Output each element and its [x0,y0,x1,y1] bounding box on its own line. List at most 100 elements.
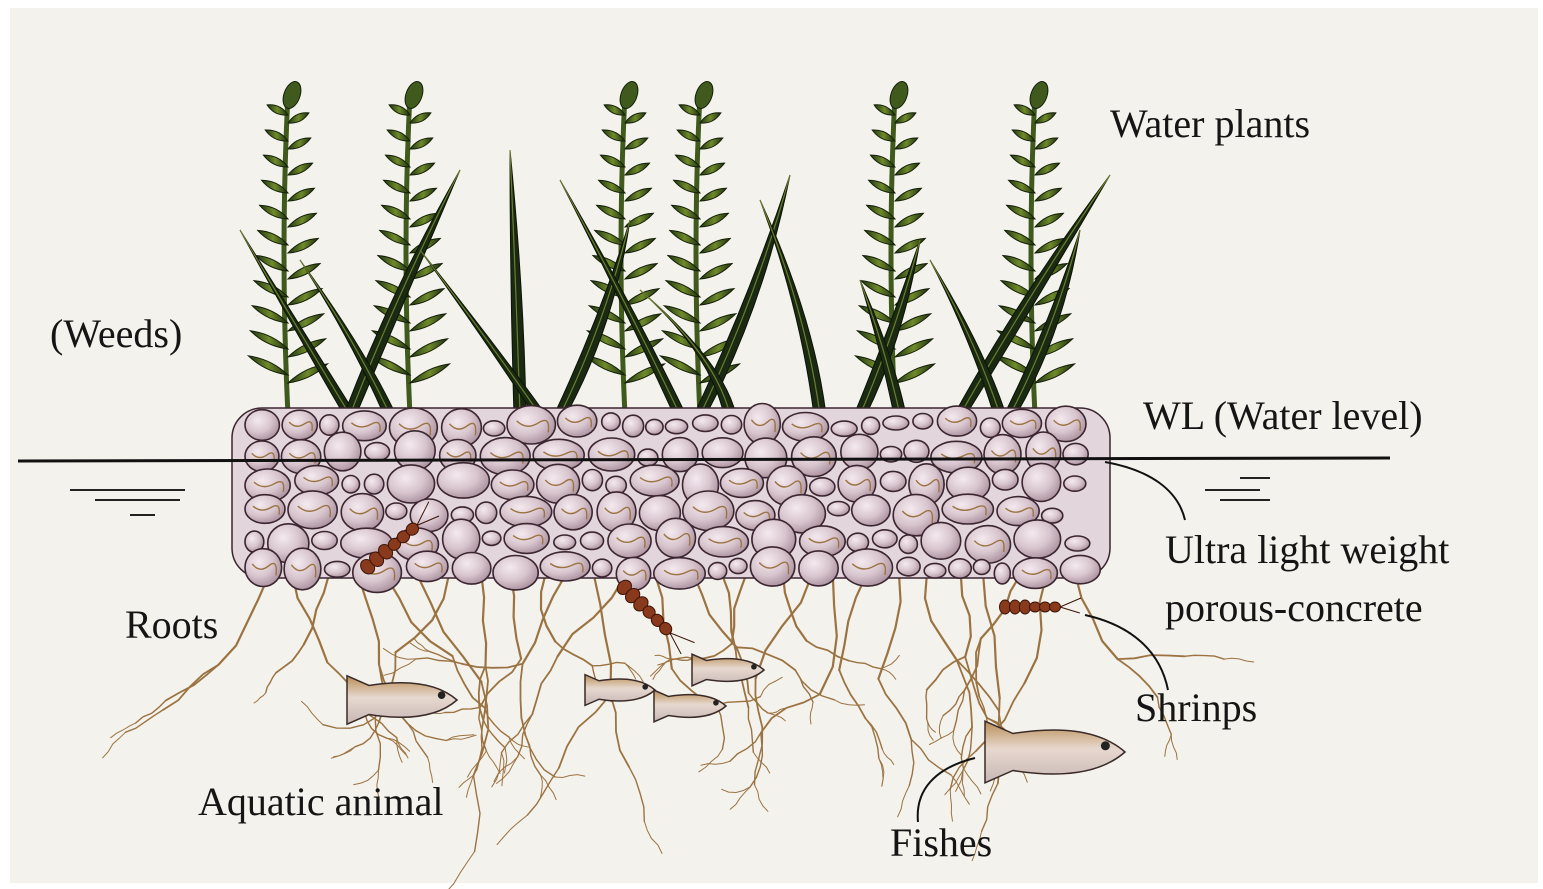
stone [921,522,961,559]
stone [810,478,835,496]
root-strand [527,768,559,815]
root-strand [1165,734,1171,756]
root-strand [839,575,866,670]
root-strand [834,700,864,705]
fish-eye [751,664,757,670]
fish-eye [438,691,446,699]
plant-leaf [895,188,922,201]
root-strand [926,690,927,719]
plant-leaf [700,238,730,253]
root-strand [839,670,865,718]
plant-leaf [1035,163,1060,175]
shrimp-segment [1050,602,1061,612]
concrete-label-line1: Ultra light weight [1165,530,1449,570]
stone [949,559,972,578]
plant-leaf [625,113,646,123]
plant-leaf [410,163,435,175]
plant-bud [402,79,427,111]
stone [709,563,727,580]
root-strand [879,758,883,786]
plant-bud [617,79,642,111]
root-strand [594,575,611,695]
plant-leaf [700,213,728,227]
stone [386,503,407,519]
stone [342,476,359,493]
stone [1064,476,1086,491]
root-strand [961,575,971,657]
aquatic-animal-label: Aquatic animal [198,782,443,822]
root-strand [699,749,723,772]
plant-leaf [700,314,736,331]
root-strand [655,655,670,659]
shrimp-segment [1000,600,1011,614]
root-strand [629,767,644,821]
stone [320,415,339,435]
plant-leaf [1035,213,1063,227]
plant-leaf [895,364,935,383]
stone [581,532,604,549]
stone [721,416,741,434]
weeds-label: (Weeds) [50,314,182,354]
stone [994,563,1010,584]
root-strand [925,575,957,660]
root-strand [525,735,540,775]
root-strand [849,661,881,669]
plant-leaf [410,113,431,123]
plant-bud [280,79,305,111]
plant-leaf [700,289,734,305]
stone [554,535,576,550]
root-strand [1171,734,1177,759]
fish-eye [713,700,719,706]
stone [828,502,850,516]
stone [1022,463,1061,501]
stone [582,470,602,491]
plant-leaf [288,163,313,175]
root-strand [1224,658,1254,662]
plant-leaf [895,138,918,149]
root-strand [950,789,952,821]
stone [1065,536,1090,551]
root-strand [555,775,585,778]
root-strand [879,758,884,786]
stone [841,434,878,469]
root-strand [384,659,416,675]
root-strand [445,707,480,712]
plant-leaf [895,213,923,227]
root-strand [929,731,953,745]
root-strand [541,775,556,799]
plant-bud [1027,79,1052,111]
plant-stem [406,95,410,415]
root-strand [532,656,557,714]
root-strand [701,761,730,765]
stone [831,421,857,436]
stone [702,438,743,468]
root-strand [254,693,266,703]
root-strand [492,753,502,787]
root-strand [558,575,626,656]
root-strand [760,677,782,696]
stone [482,531,501,545]
root-strand [732,575,746,644]
plant-leaf [288,238,318,253]
stone [897,557,920,576]
shrimp-segment [1020,600,1031,614]
stone [245,410,279,441]
fish-eye [642,684,648,690]
water-plant [855,79,934,415]
root-strand [592,662,625,665]
root-strand [408,723,428,757]
plant-leaf [660,356,700,375]
fish-body [585,675,655,706]
shrimp-antenna [1060,598,1081,613]
fish-body [692,654,764,686]
root-strand [755,785,768,811]
fishes-label: Fishes [890,823,992,863]
plant-leaf [700,113,721,123]
stone [646,419,663,434]
stone [992,469,1018,490]
stone [862,417,880,434]
stone [592,559,611,577]
stone [873,530,898,548]
stone [394,431,435,470]
